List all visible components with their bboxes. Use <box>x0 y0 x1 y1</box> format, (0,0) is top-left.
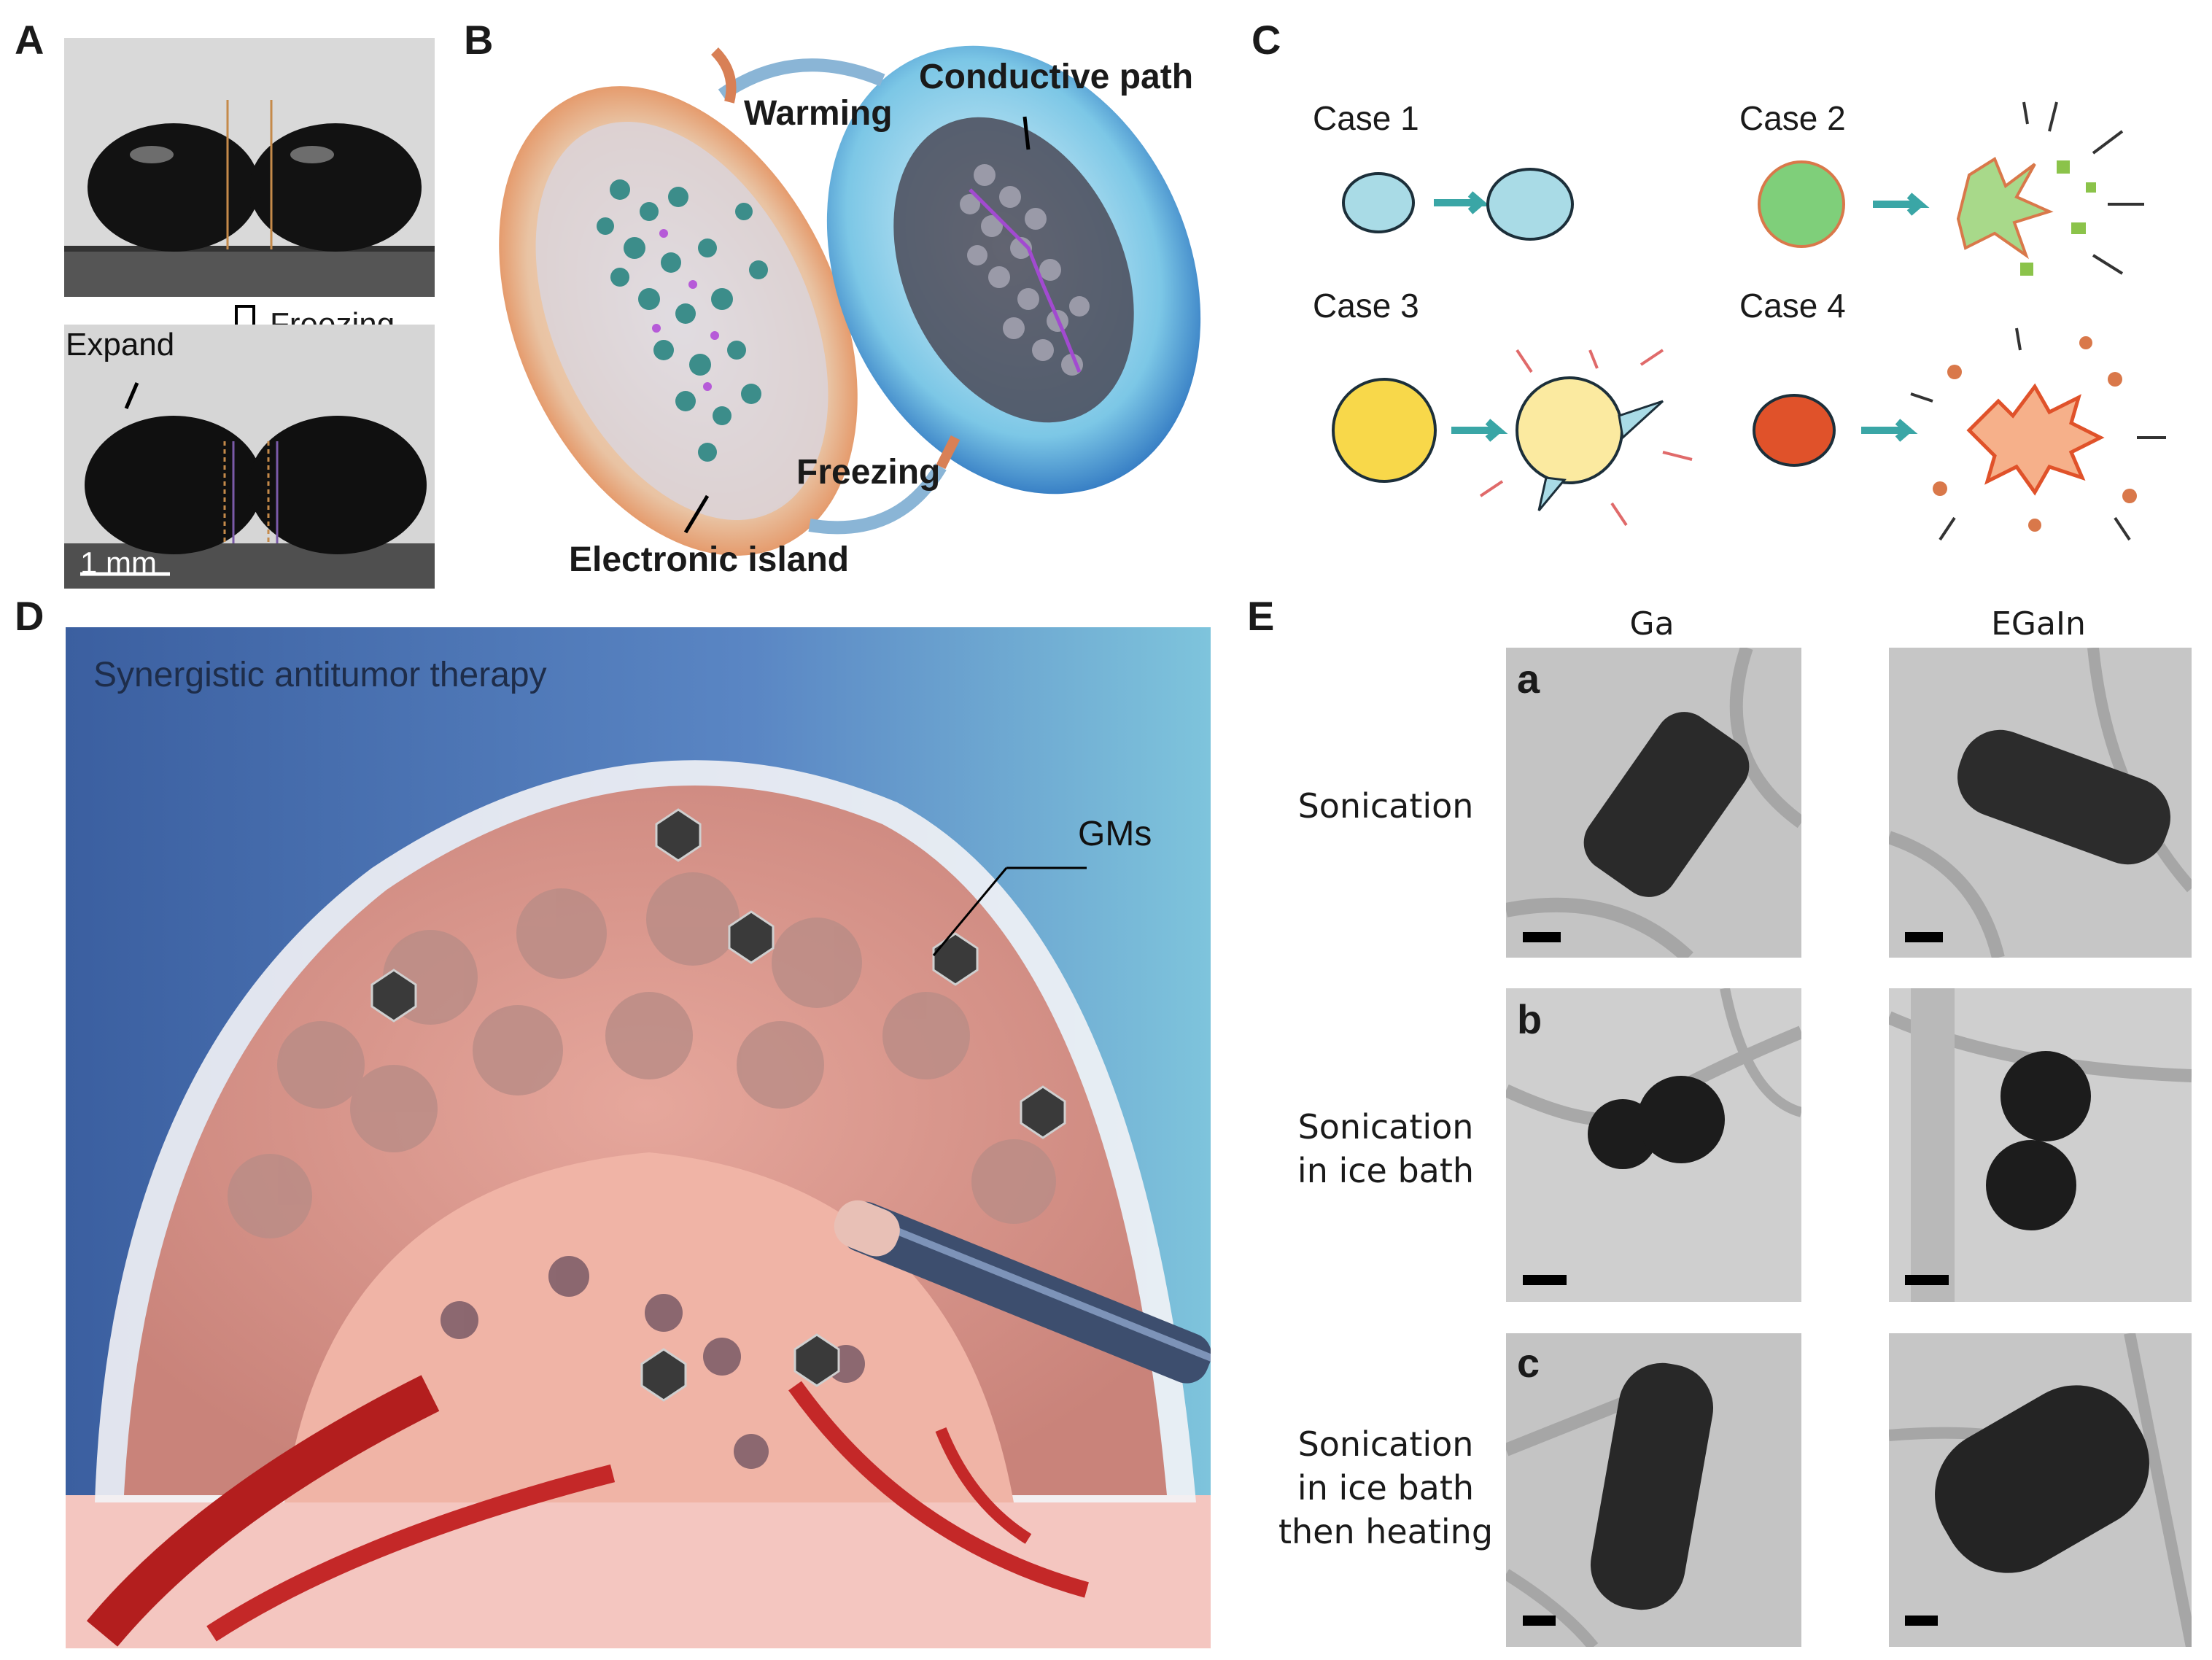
case-1-label: Case 1 <box>1313 99 1419 137</box>
panel-b-illustration <box>489 29 1254 569</box>
conductive-path-label: Conductive path <box>919 58 1194 96</box>
row-c-line-2: in ice bath <box>1297 1468 1475 1508</box>
scale-bar-ga-c <box>1523 1616 1556 1626</box>
panel-label-c: C <box>1251 17 1281 63</box>
electronic-island-label: Electronic island <box>569 540 850 579</box>
panel-label-d: D <box>15 593 44 639</box>
case-4-label: Case 4 <box>1739 287 1846 325</box>
tem-image-egain-sonication <box>1889 648 2192 958</box>
panel-a-top-photo <box>64 38 435 297</box>
tem-image-ga-heating <box>1506 1333 1801 1647</box>
scale-bar-ga-b <box>1523 1275 1567 1285</box>
panel-label-b: B <box>464 17 494 63</box>
gms-label: GMs <box>1078 815 1152 853</box>
sub-label-b: b <box>1517 996 1542 1042</box>
tem-image-egain-heating <box>1889 1333 2192 1647</box>
tem-image-ga-sonication <box>1506 648 1801 958</box>
panel-d-illustration <box>66 627 1211 1648</box>
row-a-line-1: Sonication <box>1297 786 1474 826</box>
warming-label: Warming <box>744 94 893 133</box>
panel-label-e: E <box>1247 593 1275 639</box>
tem-image-ga-ice-bath <box>1506 988 1801 1302</box>
expand-label: Expand <box>66 327 175 362</box>
row-b-line-1: Sonication <box>1297 1107 1474 1147</box>
panel-d-title: Synergistic antitumor therapy <box>93 656 547 694</box>
scale-bar-egain-a <box>1905 932 1943 942</box>
case-2-label: Case 2 <box>1739 99 1846 137</box>
column-label-egain: EGaIn <box>1991 605 2086 643</box>
scale-bar-ga-a <box>1523 932 1561 942</box>
scale-bar-egain-c <box>1905 1616 1938 1626</box>
panel-a-bottom-photo <box>64 325 435 589</box>
row-c-line-3: then heating <box>1278 1512 1494 1551</box>
row-label-heating: Sonication in ice bath then heating <box>1262 1422 1510 1554</box>
row-label-ice-bath: Sonication in ice bath <box>1262 1105 1510 1192</box>
scale-bar-label: 1 mm <box>80 546 157 580</box>
panel-label-a: A <box>15 17 44 63</box>
row-b-line-2: in ice bath <box>1297 1151 1475 1190</box>
case-3-label: Case 3 <box>1313 287 1419 325</box>
freezing-label-b: Freezing <box>796 453 941 492</box>
row-label-sonication: Sonication <box>1262 784 1510 828</box>
scale-bar-egain-b <box>1905 1275 1949 1285</box>
row-c-line-1: Sonication <box>1297 1424 1474 1464</box>
panel-c-illustration <box>1298 73 2203 554</box>
column-label-ga: Ga <box>1629 605 1674 643</box>
sub-label-a: a <box>1517 656 1540 702</box>
sub-label-c: c <box>1517 1340 1540 1386</box>
tem-image-egain-ice-bath <box>1889 988 2192 1302</box>
